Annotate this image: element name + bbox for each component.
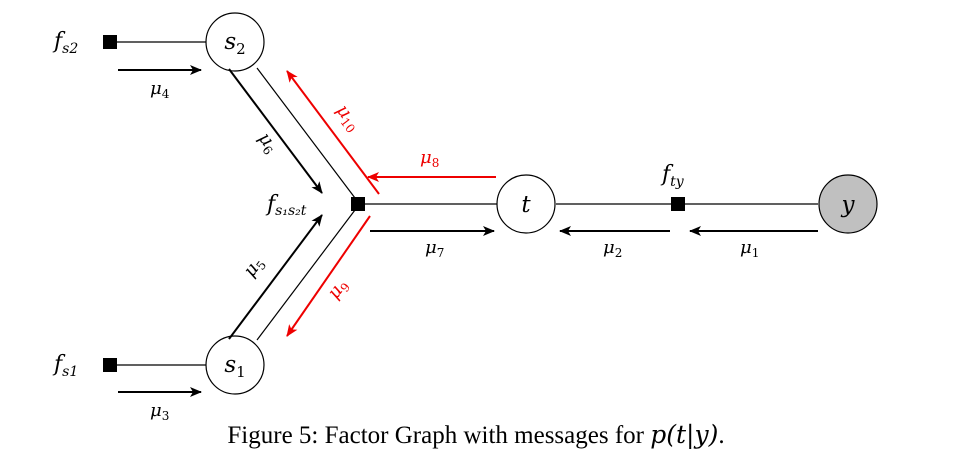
- message-label-mu10: μ10: [330, 100, 365, 135]
- figure-caption: Figure 5: Factor Graph with messages for…: [227, 420, 724, 450]
- factor-node-fty: [671, 197, 685, 211]
- message-arrow-mu10: [286, 70, 380, 195]
- message-label-mu2: μ2: [603, 237, 622, 260]
- message-label-mu1: μ1: [740, 237, 759, 260]
- message-arrow-mu9: [286, 215, 371, 337]
- black-message-arrows: [118, 65, 818, 397]
- message-label-mu7: μ7: [425, 237, 444, 260]
- factor-node-fs1: [103, 358, 117, 372]
- factor-label-fs1s2t: fs₁s₂t: [265, 192, 307, 219]
- red-message-arrows: [286, 70, 496, 337]
- message-label-mu8: μ8: [420, 147, 439, 170]
- node-label-s2: s2: [224, 29, 245, 58]
- edge-s2-fs1s2t: [256, 67, 356, 199]
- message-arrow-mu6: [228, 68, 323, 194]
- factor-node-fs2: [103, 35, 117, 49]
- message-label-mu5: μ5: [239, 253, 269, 282]
- node-label-y: y: [841, 192, 856, 218]
- factor-label-fty: fty: [660, 162, 685, 190]
- edges: [110, 41, 818, 366]
- factor-label-fs2: fs2: [52, 29, 78, 57]
- message-arrow-mu5: [228, 214, 323, 340]
- message-label-mu9: μ9: [323, 275, 353, 304]
- message-label-mu3: μ3: [150, 400, 169, 423]
- factor-node-fs1s2t: [351, 197, 365, 211]
- variable-node-t: [496, 174, 556, 234]
- edge-s1-fs1s2t: [256, 209, 356, 341]
- factor-label-fs1: fs1: [52, 352, 78, 380]
- variable-node-s2: [205, 12, 265, 72]
- variable-node-s1: [205, 335, 265, 395]
- node-label-t: t: [521, 192, 531, 218]
- message-label-mu4: μ4: [150, 78, 170, 101]
- node-label-s1: s1: [224, 352, 245, 381]
- variable-node-y: [818, 174, 878, 234]
